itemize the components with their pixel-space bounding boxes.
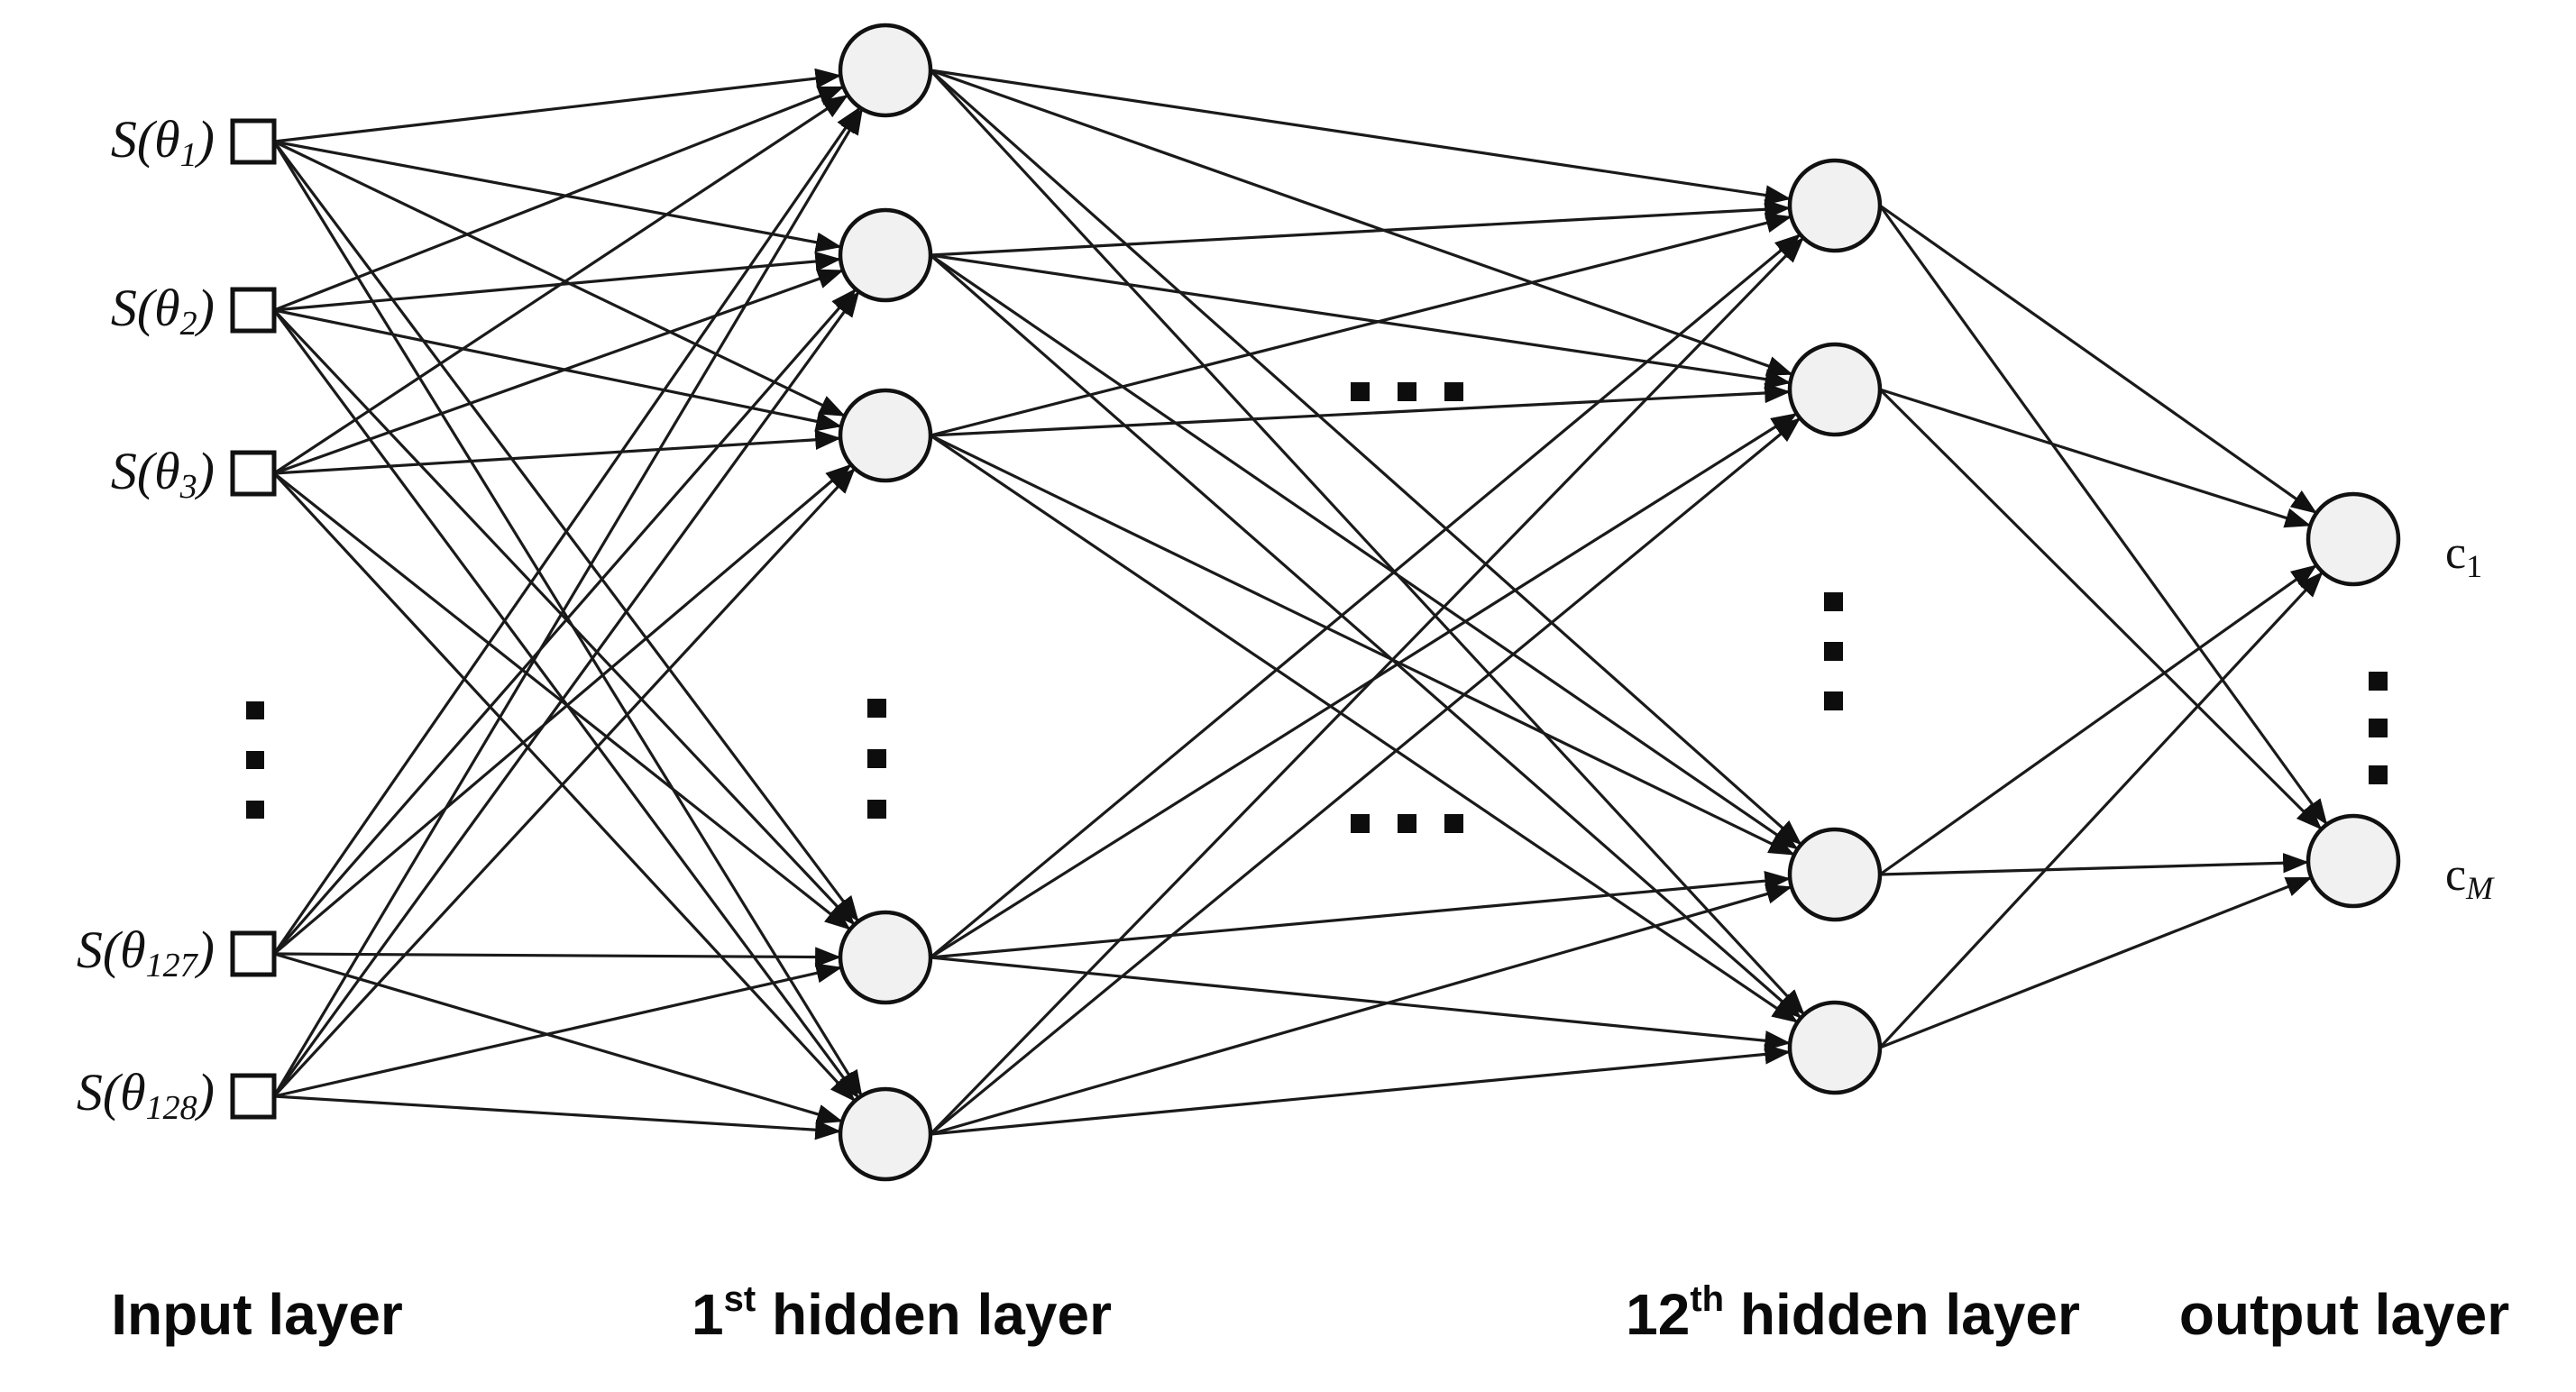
connection-edge [929,417,1801,1136]
connection-edge [273,952,843,1124]
input-label-128: S(θ128) [77,1063,215,1126]
input-vertical-ellipsis-icon [246,701,264,819]
edges-hidden1-to-hidden12 [929,69,1805,1136]
input-label-2: S(θ2) [111,279,215,342]
connection-edge [272,468,856,1098]
connection-edge [930,69,1792,206]
hidden12-node-1[interactable] [1787,158,1883,253]
connection-edge [1878,388,2323,830]
hidden1-vertical-ellipsis-icon [867,699,886,819]
connection-edge [1879,876,2313,1049]
hidden1-node-4[interactable] [838,910,933,1005]
hidden12-node-3[interactable] [1787,827,1883,922]
connection-edge [272,463,852,956]
connection-edge [930,253,1799,850]
connection-edge [273,251,842,312]
connection-edge [273,429,842,475]
connection-edge [272,108,864,1097]
connection-edge [272,106,861,955]
connection-edge [273,1094,842,1140]
connection-edge [930,956,1792,1051]
connection-edge [1879,564,2317,876]
connection-edge [930,412,1798,959]
connection-edge [930,69,1793,376]
connection-edge [929,69,1805,1015]
connection-edge [930,1044,1792,1136]
connection-edge [930,434,1799,1023]
connection-edge [273,963,843,1098]
caption-output-layer: output layer [2179,1282,2509,1347]
connection-edge [930,213,1792,437]
connection-edge [273,308,842,432]
connection-edge [929,234,1801,959]
connection-edge [273,140,846,417]
connection-edge [929,253,1802,1019]
output-node-1[interactable] [2306,491,2401,587]
hidden12-node-2[interactable] [1787,342,1883,437]
edges-input-to-hidden1 [272,68,864,1140]
input-label-1: S(θ1) [111,110,215,173]
caption-input-layer: Input layer [111,1282,403,1347]
input-label-127: S(θ127) [77,920,215,984]
input-label-3: S(θ3) [111,442,215,505]
connection-edge [273,140,842,252]
connection-edge [930,870,1792,959]
connection-edge [272,472,856,1102]
connection-edge [273,86,845,312]
connection-edge [1878,571,2324,1049]
caption-last-hidden-layer: 12th hidden layer [1626,1279,2080,1347]
connection-edge [1879,388,2312,528]
input-node-2[interactable] [230,287,277,334]
connection-edge [1879,204,2317,514]
output-label-M: cM [2445,849,2495,906]
connection-edge [1878,205,2328,826]
connection-edge [930,253,1792,389]
input-node-127[interactable] [230,930,277,977]
connection-edge [929,69,1802,846]
hidden12-node-4[interactable] [1787,1000,1883,1095]
hidden1-node-5[interactable] [838,1086,933,1182]
output-label-1: c1 [2445,527,2482,584]
hidden1-node-2[interactable] [838,207,933,303]
connection-edge [930,434,1795,856]
input-node-128[interactable] [230,1073,277,1120]
lower-horizontal-ellipsis-icon [1351,814,1463,833]
connection-edge [273,68,842,143]
connection-edge [272,308,856,926]
hidden12-vertical-ellipsis-icon [1824,592,1843,710]
connection-edge [273,94,849,475]
input-node-1[interactable] [230,118,277,165]
connection-edge [930,884,1792,1136]
output-vertical-ellipsis-icon [2369,672,2388,784]
connection-edge [273,947,841,967]
caption-first-hidden-layer: 1st hidden layer [692,1279,1112,1347]
connection-edge [930,199,1791,257]
hidden1-node-1[interactable] [838,23,933,118]
hidden1-node-3[interactable] [838,388,933,483]
connection-edge [929,237,1804,1136]
edges-hidden12-to-output [1878,204,2328,1049]
connection-edge [272,290,860,1097]
connection-edge [1879,853,2309,876]
connection-edge [272,288,857,956]
output-node-M[interactable] [2306,813,2401,909]
upper-horizontal-ellipsis-icon [1351,382,1463,401]
input-node-3[interactable] [230,450,277,497]
